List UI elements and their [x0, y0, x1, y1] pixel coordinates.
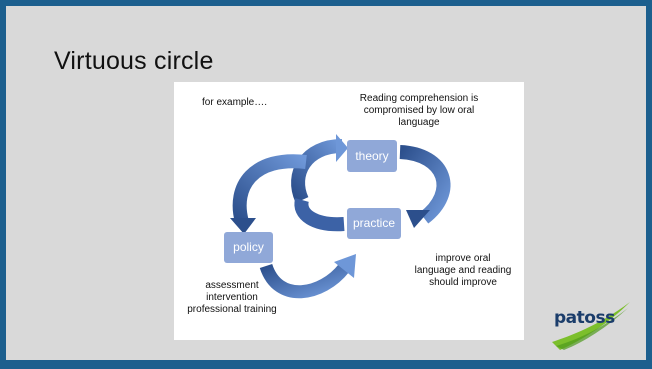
practice-annotation-line: should improve	[429, 277, 497, 288]
practice-annotation-line: improve oral	[435, 253, 491, 264]
arrow-to-theory	[291, 134, 348, 203]
logo-text: patoss	[554, 308, 615, 328]
theory-annotation-line: Reading comprehension is	[359, 93, 479, 104]
practice-node: practice	[347, 208, 401, 239]
policy-annotation: assessment intervention professional tra…	[174, 280, 290, 316]
theory-annotation: Reading comprehension is compromised by …	[344, 93, 494, 129]
theory-annotation-line: language	[398, 117, 440, 128]
practice-annotation-line: language and reading	[414, 265, 512, 276]
logo-swoosh-icon	[552, 302, 630, 350]
cycle-arrows	[230, 134, 451, 299]
policy-node: policy	[224, 232, 273, 263]
arrow-practice-loop	[294, 198, 345, 232]
arrow-to-policy	[230, 154, 307, 234]
policy-annotation-line: intervention	[206, 292, 258, 303]
patoss-logo: patoss	[548, 296, 634, 352]
slide-title: Virtuous circle	[54, 47, 214, 75]
arrow-policy-to-practice	[259, 254, 356, 299]
theory-node: theory	[347, 140, 397, 172]
arrow-theory-to-practice	[399, 145, 451, 228]
practice-annotation: improve oral language and reading should…	[398, 253, 528, 289]
policy-annotation-line: professional training	[187, 304, 277, 315]
theory-annotation-line: compromised by low oral	[363, 105, 475, 116]
diagram-panel: for example…. Reading comprehension is c…	[174, 82, 524, 340]
policy-annotation-line: assessment	[205, 280, 259, 291]
example-label: for example….	[202, 97, 268, 108]
